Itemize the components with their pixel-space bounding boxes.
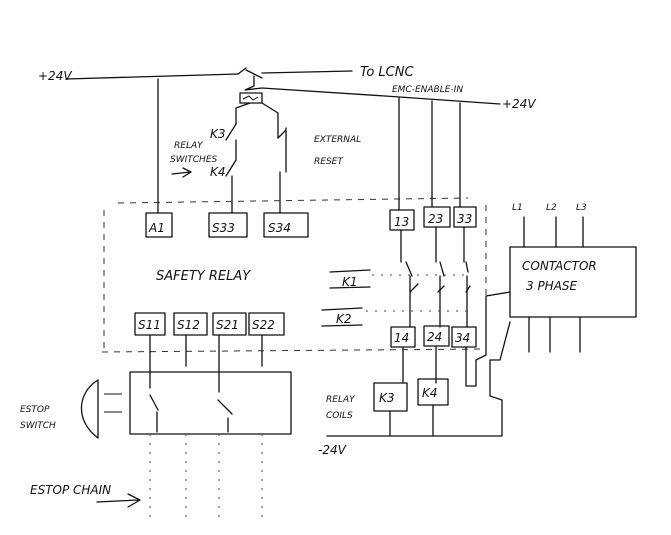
- contact-output-wires: [402, 291, 511, 387]
- contact-14: 14: [394, 331, 409, 345]
- switch-k3-label: K3: [210, 127, 226, 141]
- contact-13: 13: [394, 215, 409, 229]
- phase-l1: L1: [512, 203, 523, 213]
- phase-l3: L3: [576, 203, 587, 213]
- emc-enable-label: EMC-ENABLE-IN: [392, 85, 463, 95]
- contactor-box: [509, 216, 637, 353]
- terminal-s12: S12: [177, 318, 200, 332]
- terminal-s21: S21: [216, 318, 239, 332]
- terminal-s33: S33: [212, 221, 235, 235]
- internal-k2: K2: [336, 312, 352, 326]
- to-lcnc-label: To LCNC: [360, 65, 414, 80]
- contact-34: 34: [455, 331, 470, 345]
- plus-24v-right-label: +24V: [502, 97, 536, 111]
- contact-switches: [400, 226, 471, 328]
- minus-24v-label: -24V: [318, 443, 347, 457]
- terminal-s11: S11: [138, 318, 161, 332]
- safety-relay-outline: [101, 197, 487, 353]
- mechanical-linkage: [366, 274, 470, 312]
- coil-k4: K4: [422, 386, 438, 400]
- contacts-top: [389, 206, 477, 231]
- terminal-a1: A1: [148, 221, 165, 235]
- minus-24v-rail: [326, 321, 511, 437]
- contact-24: 24: [427, 330, 442, 344]
- terminal-s22: S22: [252, 318, 275, 332]
- contact-23: 23: [428, 212, 443, 226]
- coil-k3: K3: [379, 391, 395, 405]
- safety-relay-title: SAFETY RELAY: [156, 269, 251, 284]
- contact-supply-wires: [398, 97, 461, 211]
- internal-k1: K1: [342, 275, 358, 289]
- relay-switch-chain: [171, 92, 287, 214]
- relay-internal-labels: [321, 269, 371, 327]
- phase-l2: L2: [546, 203, 557, 213]
- relay-top-terminals: [145, 212, 309, 238]
- plus-24v-rail: [65, 67, 501, 105]
- contactor-title: CONTACTOR: [522, 259, 597, 273]
- contactor-subtitle: 3 PHASE: [526, 279, 578, 293]
- switch-k4-label: K4: [210, 165, 226, 179]
- contact-33: 33: [457, 212, 472, 226]
- estop-chain-label: ESTOP CHAIN: [30, 483, 111, 497]
- plus-24v-left-label: +24V: [38, 69, 72, 83]
- terminal-s34: S34: [268, 221, 291, 235]
- estop-switch: [80, 334, 292, 520]
